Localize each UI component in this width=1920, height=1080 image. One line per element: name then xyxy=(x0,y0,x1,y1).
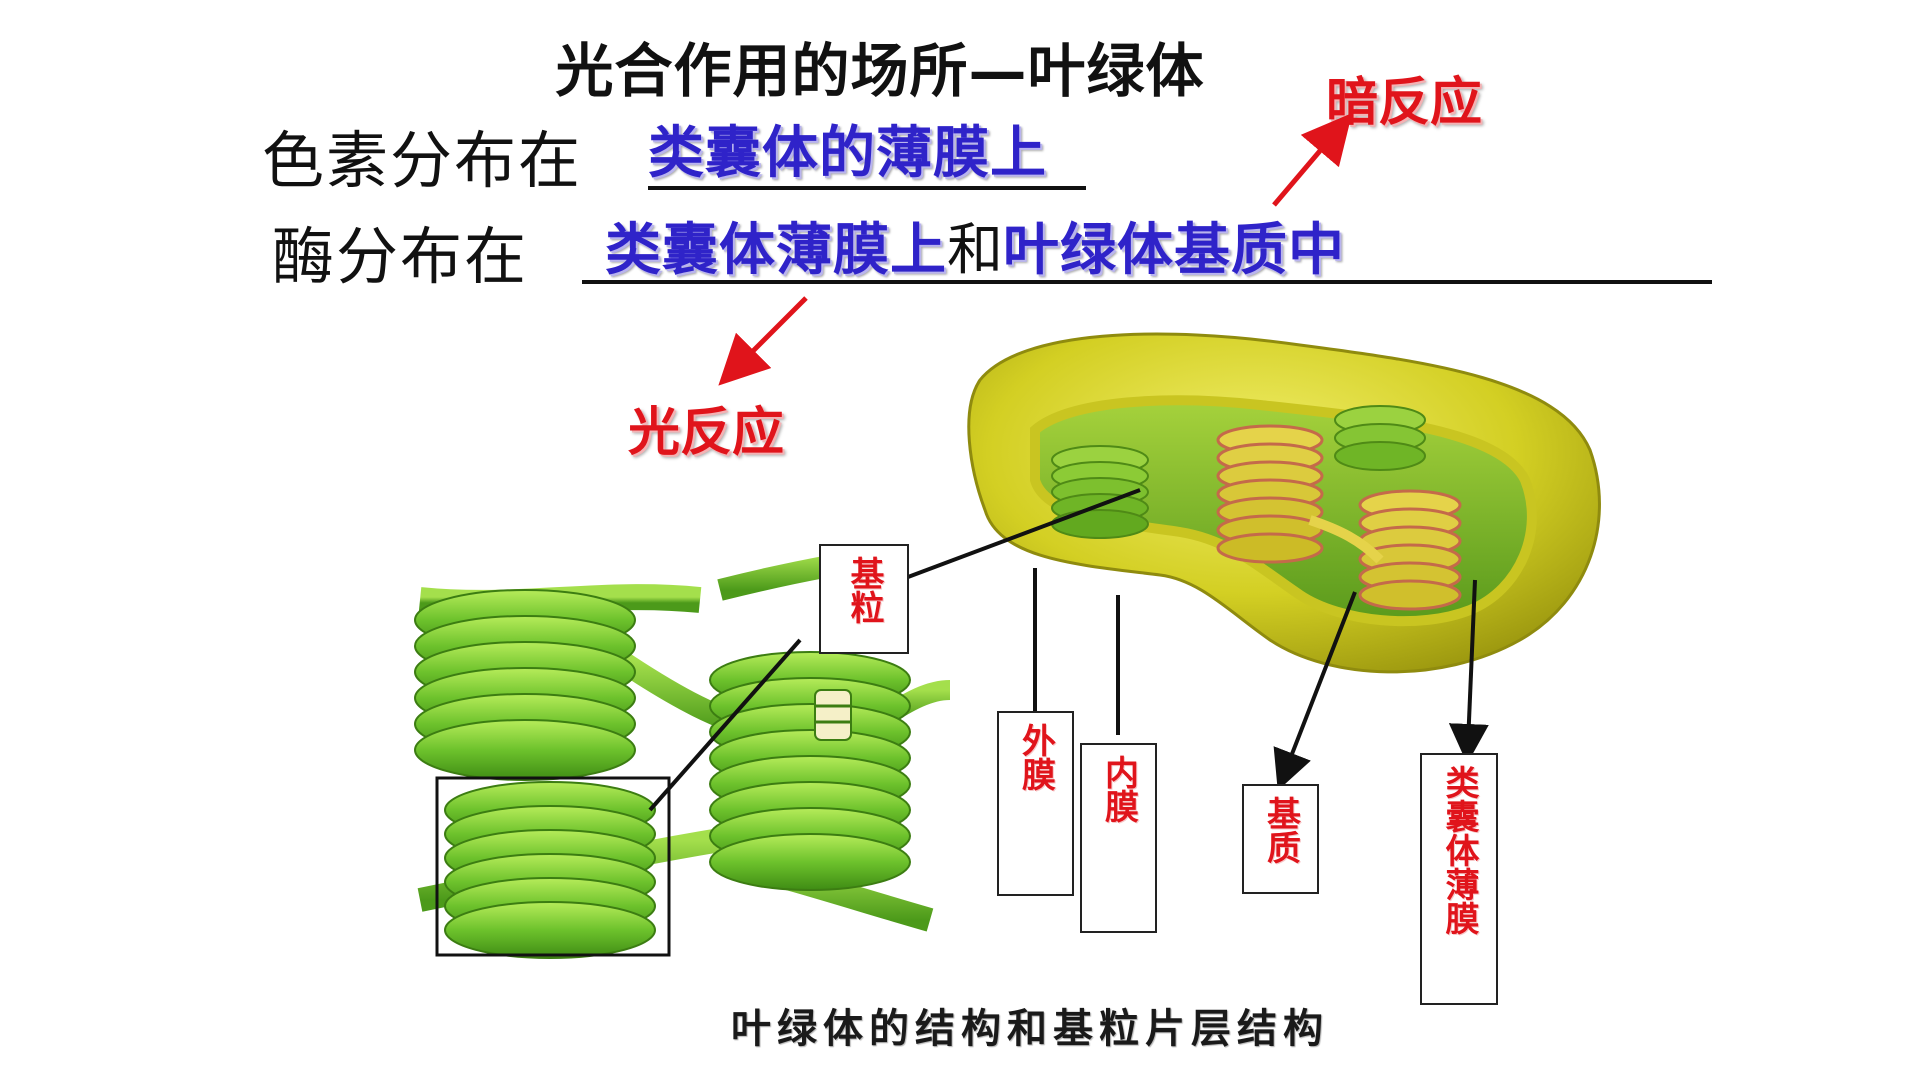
stroma-leader-arrow xyxy=(1273,591,1357,791)
granum-label: 基粒 xyxy=(819,544,909,654)
granum-highlight-frame xyxy=(435,776,671,957)
enzyme-answer: 类囊体薄膜上和叶绿体基质中 xyxy=(605,205,1345,286)
inner-membrane-label: 内膜 xyxy=(1080,743,1157,933)
chloroplast-illustration xyxy=(967,332,1601,674)
enzyme-answer-thylakoid: 类囊体薄膜上 xyxy=(605,218,947,283)
dark-reaction-arrow xyxy=(1272,112,1353,207)
granum-frame-leader-line xyxy=(648,638,802,812)
light-reaction-arrow xyxy=(718,296,808,386)
enzyme-answer-joiner: 和 xyxy=(947,218,1003,283)
light-reaction-label: 光反应 xyxy=(628,403,785,463)
pigment-underline xyxy=(648,186,1086,190)
diagram-caption: 叶绿体的结构和基粒片层结构 xyxy=(731,1006,1329,1052)
enzyme-answer-stroma: 叶绿体基质中 xyxy=(1003,218,1345,283)
enzyme-line-label: 酶分布在 xyxy=(272,220,529,293)
pigment-line-label: 色素分布在 xyxy=(262,124,583,197)
enzyme-underline xyxy=(582,280,1712,284)
outer-membrane-label: 外膜 xyxy=(997,711,1074,896)
pigment-answer: 类囊体的薄膜上 xyxy=(648,121,1047,186)
stroma-label: 基质 xyxy=(1242,784,1319,894)
thylakoid-membrane-label: 类囊体薄膜 xyxy=(1420,753,1498,1005)
granum-leader-line xyxy=(899,488,1141,582)
page-title: 光合作用的场所—叶绿体 xyxy=(555,37,1205,105)
thylakoid-leader-arrow xyxy=(1448,579,1489,764)
granum-illustration xyxy=(414,544,951,959)
